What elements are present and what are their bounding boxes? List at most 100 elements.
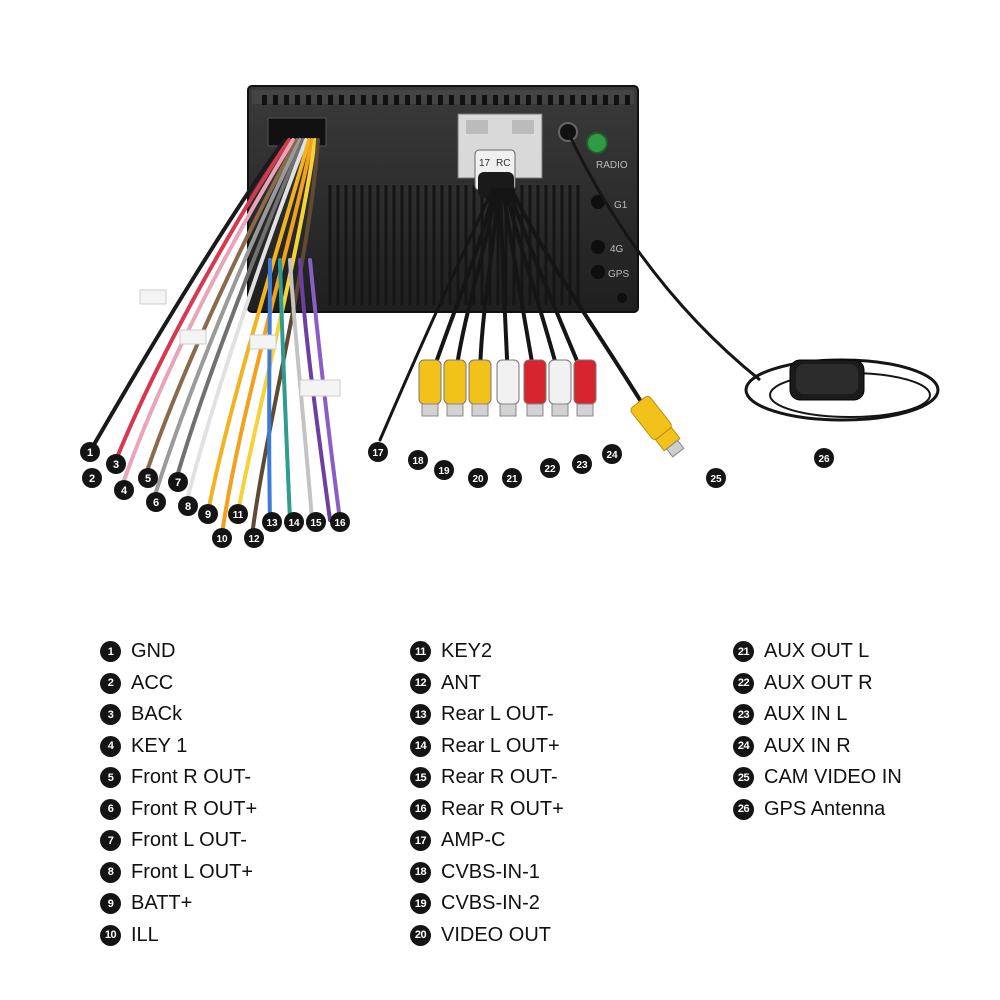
legend-item: 13 Rear L OUT- <box>410 699 564 731</box>
legend-number-badge: 8 <box>100 861 121 883</box>
callout-8: 8 <box>178 496 198 516</box>
legend-label: BACk <box>131 703 183 726</box>
callout-14: 14 <box>284 512 304 532</box>
legend-number-badge: 5 <box>100 767 121 789</box>
callout-19: 19 <box>434 460 454 480</box>
legend-item: 25 CAM VIDEO IN <box>733 762 902 794</box>
callout-number: 7 <box>175 477 181 489</box>
legend-number-badge: 15 <box>410 767 431 789</box>
legend-item: 8 Front L OUT+ <box>100 857 257 889</box>
callout-number: 24 <box>606 450 618 461</box>
gps-antenna <box>566 131 940 422</box>
callout-9: 9 <box>198 504 218 524</box>
callout-number: 9 <box>205 509 211 521</box>
legend-number-badge: 26 <box>733 798 754 820</box>
callout-4: 4 <box>114 480 134 500</box>
callout-number: 8 <box>185 501 191 513</box>
plug-tag-num: 17 <box>479 158 491 169</box>
legend-label: ILL <box>131 923 159 946</box>
legend-number-badge: 17 <box>410 830 431 852</box>
legend-number-badge: 16 <box>410 798 431 820</box>
cam-video-plug <box>630 395 685 458</box>
callout-20: 20 <box>468 468 488 488</box>
iso-harness-wires <box>90 138 342 538</box>
rca-plug <box>468 359 492 417</box>
legend-number-badge: 6 <box>100 798 121 820</box>
legend-label: BATT+ <box>131 892 193 915</box>
legend-number-badge: 9 <box>100 893 121 915</box>
callout-number: 16 <box>334 518 346 529</box>
callout-23: 23 <box>572 454 592 474</box>
legend-number-badge: 25 <box>733 767 754 789</box>
legend-label: Front L OUT+ <box>131 860 254 883</box>
legend-label: CVBS-IN-1 <box>441 860 540 883</box>
legend-label: AMP-C <box>441 829 506 852</box>
legend-label: CAM VIDEO IN <box>764 766 902 789</box>
legend-number-badge: 23 <box>733 704 754 726</box>
callout-2: 2 <box>82 468 102 488</box>
callout-12: 12 <box>244 528 264 548</box>
callout-7: 7 <box>168 472 188 492</box>
rca-plug <box>573 359 597 417</box>
rca-cables <box>378 188 642 442</box>
legend-item: 9 BATT+ <box>100 888 257 920</box>
legend-item: 23 AUX IN L <box>733 699 902 731</box>
legend-number-badge: 13 <box>410 704 431 726</box>
legend-item: 10 ILL <box>100 920 257 952</box>
legend-label: AUX IN R <box>764 734 851 757</box>
callout-number: 26 <box>818 454 830 465</box>
callout-number: 20 <box>472 474 484 485</box>
legend-label: GND <box>131 640 176 663</box>
legend-number-badge: 3 <box>100 704 121 726</box>
legend-number-badge: 18 <box>410 861 431 883</box>
callout-24: 24 <box>602 444 622 464</box>
callout-number: 3 <box>113 459 119 471</box>
callout-number: 6 <box>153 497 159 509</box>
legend-label: Rear L OUT+ <box>441 734 560 757</box>
legend-item: 26 GPS Antenna <box>733 794 902 826</box>
callout-number: 12 <box>248 534 260 545</box>
legend-label: Rear L OUT- <box>441 703 554 726</box>
legend-number-badge: 10 <box>100 924 121 946</box>
callout-number: 23 <box>576 460 588 471</box>
legend-label: Front R OUT- <box>131 766 252 789</box>
callout-5: 5 <box>138 468 158 488</box>
legend-label: AUX IN L <box>764 703 848 726</box>
callout-21: 21 <box>502 468 522 488</box>
legend-label: KEY2 <box>441 640 493 663</box>
callout-number: 14 <box>288 518 300 529</box>
callout-1: 1 <box>80 442 100 462</box>
rca-plug <box>523 359 547 417</box>
legend-label: GPS Antenna <box>764 797 886 820</box>
wiring-diagram: RADIO G1 4G GPS 17 RC <box>80 85 940 548</box>
rca-plug <box>418 359 442 417</box>
legend-number-badge: 1 <box>100 641 121 663</box>
legend-number-badge: 22 <box>733 672 754 694</box>
callout-3: 3 <box>106 454 126 474</box>
callout-number: 1 <box>87 447 93 459</box>
legend-number-badge: 21 <box>733 641 754 663</box>
legend-label: Front R OUT+ <box>131 797 258 820</box>
callout-number: 18 <box>412 456 424 467</box>
legend-number-badge: 4 <box>100 735 121 757</box>
callout-18: 18 <box>408 450 428 470</box>
legend-number-badge: 7 <box>100 830 121 852</box>
callout-16: 16 <box>330 512 350 532</box>
panel-label-radio: RADIO <box>596 160 628 171</box>
legend-number-badge: 20 <box>410 924 431 946</box>
rca-plugs <box>418 359 597 417</box>
callout-number: 25 <box>710 474 722 485</box>
rca-plug <box>548 359 572 417</box>
